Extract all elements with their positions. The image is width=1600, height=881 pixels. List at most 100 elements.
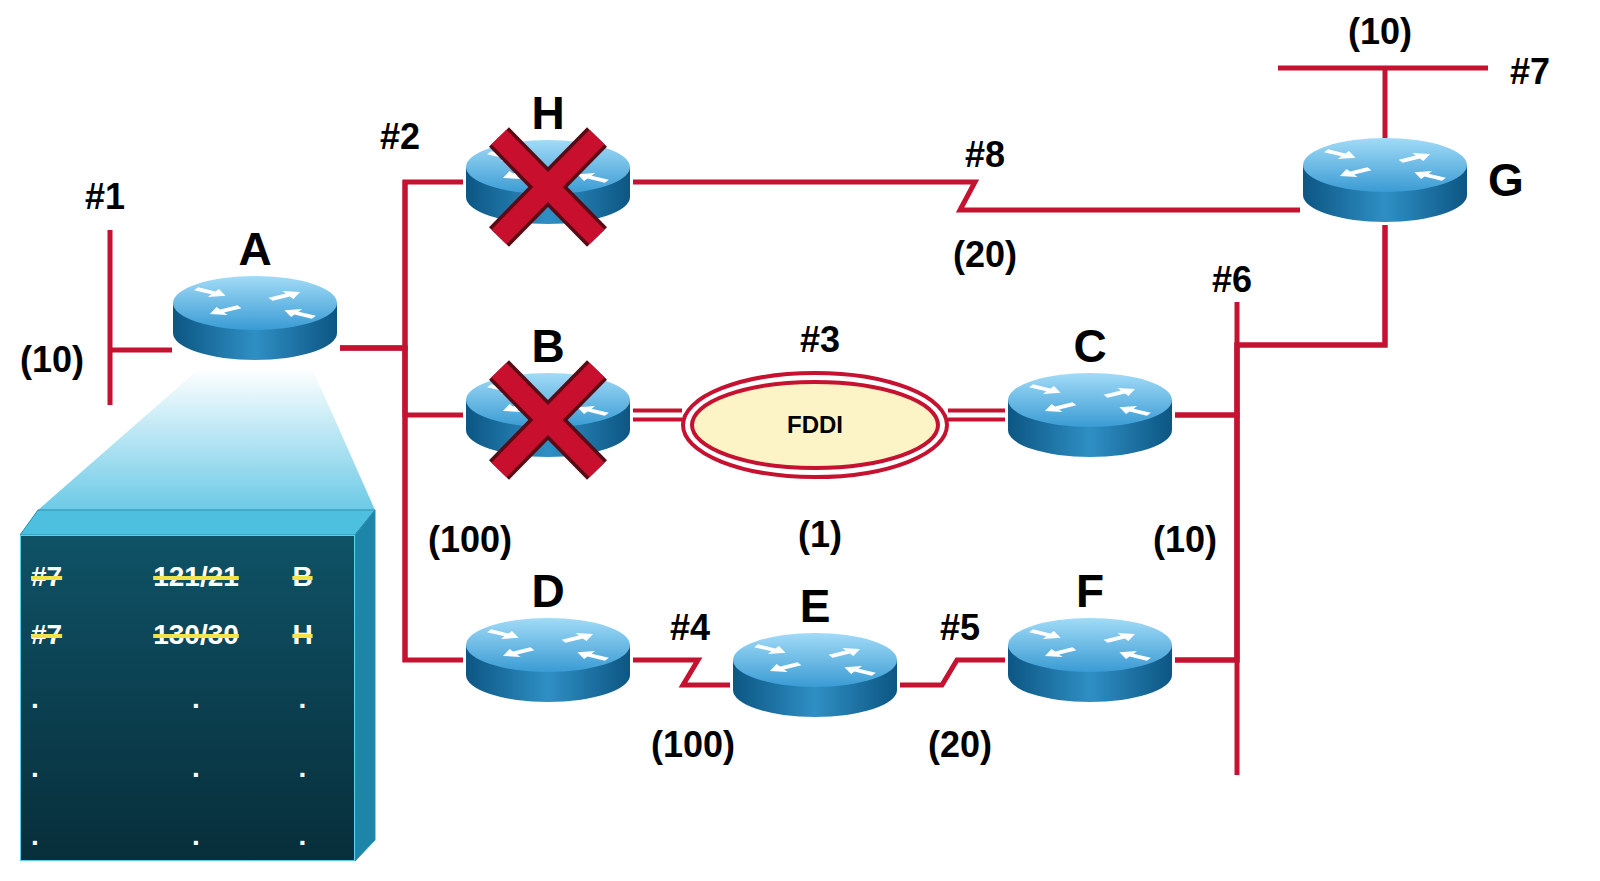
link-group: [633, 415, 682, 416]
fddi-link-gap: [633, 413, 682, 418]
table-side: [355, 510, 375, 861]
router-node: G: [1300, 135, 1524, 225]
network-number: #7: [1510, 52, 1550, 92]
link-group: [1175, 225, 1385, 415]
router-name: C: [1073, 322, 1106, 370]
router-icon: [463, 370, 633, 460]
table-cell: B: [261, 548, 344, 606]
table-cell-text: B: [292, 561, 312, 593]
table-cell: 130/30: [131, 606, 261, 664]
label-anchor: (100): [651, 725, 735, 765]
router-icon: [730, 630, 900, 720]
fddi-link: [948, 409, 1005, 422]
router-icon: [463, 137, 633, 227]
router-icon: [463, 615, 633, 705]
router-node: D: [463, 567, 633, 705]
table-cell: .: [261, 734, 344, 802]
table-cell: H: [261, 606, 344, 664]
segment-bus: [108, 230, 113, 405]
table-cell: .: [131, 802, 261, 870]
network-link: [1175, 225, 1385, 415]
network-number: #5: [940, 608, 980, 648]
router-node: A: [170, 225, 340, 363]
serial-link: [900, 660, 1005, 685]
table-cell: .: [31, 734, 131, 802]
network-link: [340, 348, 463, 415]
router-node: H: [463, 89, 633, 227]
link-group: [1175, 225, 1385, 660]
fddi-link-gap: [948, 413, 1005, 418]
table-cell-text: .: [31, 752, 39, 784]
ring-name: FDDI: [787, 411, 843, 439]
router-name: G: [1488, 156, 1524, 204]
link-group: [633, 182, 1300, 210]
link-cost: (10): [1348, 12, 1412, 52]
table-cell-text: .: [299, 683, 307, 715]
router-node: E: [730, 582, 900, 720]
network-number: #4: [670, 608, 710, 648]
link-cost: (1): [798, 515, 842, 555]
table-cell-text: H: [292, 619, 312, 651]
link-group: [900, 660, 1005, 685]
link-group: [948, 415, 1005, 416]
label-anchor: (10): [20, 340, 84, 380]
label-anchor: (20): [928, 725, 992, 765]
serial-link: [633, 660, 730, 685]
link-group: [340, 182, 463, 348]
router-name: D: [531, 567, 564, 615]
label-anchor: #8: [965, 135, 1005, 175]
link-cost: (100): [428, 520, 512, 560]
routing-table: #7121/21B#7130/30H.........: [20, 535, 355, 861]
network-number: #3: [800, 320, 840, 360]
segment-link: [1383, 68, 1388, 138]
network-number: #8: [965, 135, 1005, 175]
link-cost: (100): [651, 725, 735, 765]
router-name: E: [800, 582, 831, 630]
table-cell-text: .: [192, 752, 200, 784]
router-name: H: [531, 89, 564, 137]
router-name: A: [238, 225, 271, 273]
table-cell-text: .: [299, 820, 307, 852]
table-cell-text: .: [31, 683, 39, 715]
network-link: [1175, 225, 1385, 660]
network-number: #1: [85, 177, 125, 217]
label-anchor: #1: [85, 177, 125, 217]
link-cost: (10): [20, 340, 84, 380]
label-anchor: (20): [953, 235, 1017, 275]
router-name: B: [531, 322, 564, 370]
label-anchor: #6: [1212, 260, 1252, 300]
label-anchor: (10): [1348, 12, 1412, 52]
table-cell: .: [31, 802, 131, 870]
router-icon: [1300, 135, 1470, 225]
table-cell: 121/21: [131, 548, 261, 606]
link-group: [633, 660, 730, 685]
link-cost: (20): [953, 235, 1017, 275]
router-icon: [170, 273, 340, 363]
router-icon: [1005, 615, 1175, 705]
label-anchor: #5: [940, 608, 980, 648]
table-cell: .: [31, 664, 131, 734]
link-group: [340, 348, 463, 660]
router-node: F: [1005, 567, 1175, 705]
failure-cross: [499, 370, 597, 470]
table-cell-text: #7: [31, 619, 62, 651]
table-cell-text: .: [192, 820, 200, 852]
label-anchor: #4: [670, 608, 710, 648]
table-cell: .: [131, 734, 261, 802]
label-anchor: (100): [428, 520, 512, 560]
network-link: [340, 348, 463, 660]
table-bevel: [20, 510, 375, 535]
fddi-ring: FDDI: [680, 370, 950, 480]
router-node: B: [463, 322, 633, 460]
label-anchor: #7: [1510, 52, 1550, 92]
segment-link: [110, 348, 172, 353]
router-node: C: [1005, 322, 1175, 460]
table-cell: .: [261, 664, 344, 734]
table-cell-text: .: [31, 820, 39, 852]
table-cell-text: #7: [31, 561, 62, 593]
label-anchor: (10): [1153, 520, 1217, 560]
table-projection: [38, 368, 375, 510]
router-name: F: [1076, 567, 1104, 615]
link-cost: (20): [928, 725, 992, 765]
